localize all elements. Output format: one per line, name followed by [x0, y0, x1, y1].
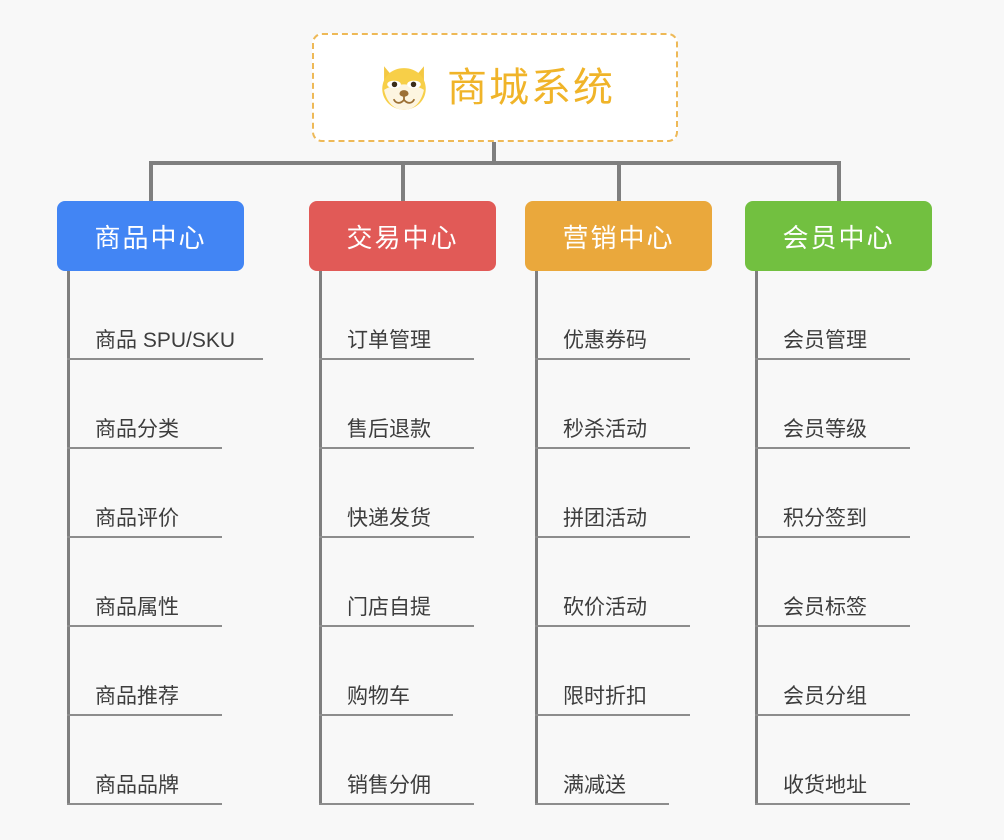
- leaf-item[interactable]: 商品 SPU/SKU: [57, 271, 263, 360]
- leaf-underline: [67, 536, 222, 538]
- leaf-label: 优惠券码: [563, 329, 647, 352]
- leaf-underline: [67, 358, 263, 360]
- branch-column-1: 交易中心 订单管理 售后退款 快递发货 门店自提 购物车: [309, 201, 496, 805]
- leaf-label: 积分签到: [783, 507, 867, 530]
- branch-header-label-0: 商品中心: [94, 222, 207, 253]
- branch-header-1[interactable]: 交易中心: [309, 201, 496, 271]
- leaf-list-3: 会员管理 会员等级 积分签到 会员标签 会员分组 收货地址: [745, 271, 932, 805]
- branch-header-0[interactable]: 商品中心: [57, 201, 244, 271]
- leaf-label: 商品推荐: [95, 685, 179, 708]
- leaf-underline: [535, 803, 669, 805]
- branch-drop-line-3: [837, 161, 841, 203]
- leaf-label: 会员分组: [783, 685, 867, 708]
- leaf-underline: [535, 625, 690, 627]
- leaf-item[interactable]: 砍价活动: [525, 538, 712, 627]
- leaf-underline: [67, 625, 222, 627]
- branch-column-2: 营销中心 优惠券码 秒杀活动 拼团活动 砍价活动 限时折扣: [525, 201, 712, 805]
- leaf-label: 满减送: [563, 774, 626, 797]
- leaf-label: 商品评价: [95, 507, 179, 530]
- leaf-label: 订单管理: [347, 329, 431, 352]
- leaf-item[interactable]: 拼团活动: [525, 449, 712, 538]
- shiba-dog-icon: [382, 65, 426, 110]
- leaf-underline: [755, 536, 910, 538]
- leaf-label: 限时折扣: [563, 685, 647, 708]
- branch-header-label-1: 交易中心: [346, 222, 459, 253]
- branch-bus-line: [150, 161, 840, 165]
- root-node[interactable]: 商城系统: [312, 33, 678, 142]
- leaf-underline: [319, 447, 474, 449]
- leaf-item[interactable]: 满减送: [525, 716, 712, 805]
- leaf-list-0: 商品 SPU/SKU 商品分类 商品评价 商品属性 商品推荐 商品品牌: [57, 271, 263, 805]
- leaf-item[interactable]: 积分签到: [745, 449, 932, 538]
- leaf-label: 快递发货: [347, 507, 431, 530]
- leaf-label: 秒杀活动: [563, 418, 647, 441]
- leaf-underline: [67, 447, 222, 449]
- leaf-underline: [67, 714, 222, 716]
- leaf-label: 拼团活动: [563, 507, 647, 530]
- leaf-item[interactable]: 门店自提: [309, 538, 496, 627]
- branch-header-label-3: 会员中心: [782, 222, 895, 253]
- leaf-label: 销售分佣: [347, 774, 431, 797]
- leaf-list-1: 订单管理 售后退款 快递发货 门店自提 购物车 销售分佣: [309, 271, 496, 805]
- leaf-item[interactable]: 商品属性: [57, 538, 244, 627]
- leaf-item[interactable]: 订单管理: [309, 271, 496, 360]
- leaf-item[interactable]: 商品品牌: [57, 716, 244, 805]
- leaf-item[interactable]: 优惠券码: [525, 271, 712, 360]
- leaf-item[interactable]: 商品评价: [57, 449, 244, 538]
- leaf-underline: [755, 803, 910, 805]
- leaf-underline: [535, 447, 690, 449]
- leaf-underline: [755, 447, 910, 449]
- leaf-item[interactable]: 秒杀活动: [525, 360, 712, 449]
- leaf-underline: [67, 803, 222, 805]
- leaf-underline: [319, 803, 474, 805]
- leaf-item[interactable]: 商品推荐: [57, 627, 244, 716]
- leaf-item[interactable]: 收货地址: [745, 716, 932, 805]
- leaf-label: 收货地址: [783, 774, 867, 797]
- leaf-underline: [535, 536, 690, 538]
- leaf-item[interactable]: 快递发货: [309, 449, 496, 538]
- leaf-label: 商品分类: [95, 418, 179, 441]
- branch-header-label-2: 营销中心: [562, 222, 675, 253]
- leaf-label: 商品品牌: [95, 774, 179, 797]
- branch-header-3[interactable]: 会员中心: [745, 201, 932, 271]
- root-title: 商城系统: [447, 65, 615, 110]
- leaf-label: 售后退款: [347, 418, 431, 441]
- leaf-item[interactable]: 会员等级: [745, 360, 932, 449]
- leaf-item[interactable]: 商品分类: [57, 360, 244, 449]
- leaf-label: 商品属性: [95, 596, 179, 619]
- leaf-underline: [535, 358, 690, 360]
- leaf-item[interactable]: 会员分组: [745, 627, 932, 716]
- leaf-label: 购物车: [347, 685, 410, 708]
- leaf-underline: [755, 358, 910, 360]
- branch-drop-line-1: [401, 161, 405, 203]
- leaf-item[interactable]: 售后退款: [309, 360, 496, 449]
- leaf-underline: [755, 714, 910, 716]
- leaf-label: 会员管理: [783, 329, 867, 352]
- branch-drop-line-2: [617, 161, 621, 203]
- leaf-underline: [535, 714, 690, 716]
- branch-column-0: 商品中心 商品 SPU/SKU 商品分类 商品评价 商品属性 商品推荐: [57, 201, 263, 805]
- root-stem-line: [492, 142, 496, 164]
- leaf-item[interactable]: 会员管理: [745, 271, 932, 360]
- leaf-underline: [319, 625, 474, 627]
- leaf-item[interactable]: 会员标签: [745, 538, 932, 627]
- leaf-list-2: 优惠券码 秒杀活动 拼团活动 砍价活动 限时折扣 满减送: [525, 271, 712, 805]
- leaf-item[interactable]: 销售分佣: [309, 716, 496, 805]
- leaf-underline: [319, 714, 453, 716]
- leaf-item[interactable]: 购物车: [309, 627, 496, 716]
- leaf-underline: [319, 358, 474, 360]
- leaf-label: 门店自提: [347, 596, 431, 619]
- leaf-label: 会员标签: [783, 596, 867, 619]
- leaf-label: 会员等级: [783, 418, 867, 441]
- branch-column-3: 会员中心 会员管理 会员等级 积分签到 会员标签 会员分组: [745, 201, 932, 805]
- leaf-label: 商品 SPU/SKU: [95, 329, 236, 352]
- branch-header-2[interactable]: 营销中心: [525, 201, 712, 271]
- leaf-label: 砍价活动: [563, 596, 647, 619]
- leaf-item[interactable]: 限时折扣: [525, 627, 712, 716]
- leaf-underline: [755, 625, 910, 627]
- leaf-underline: [319, 536, 474, 538]
- branch-drop-line-0: [149, 161, 153, 203]
